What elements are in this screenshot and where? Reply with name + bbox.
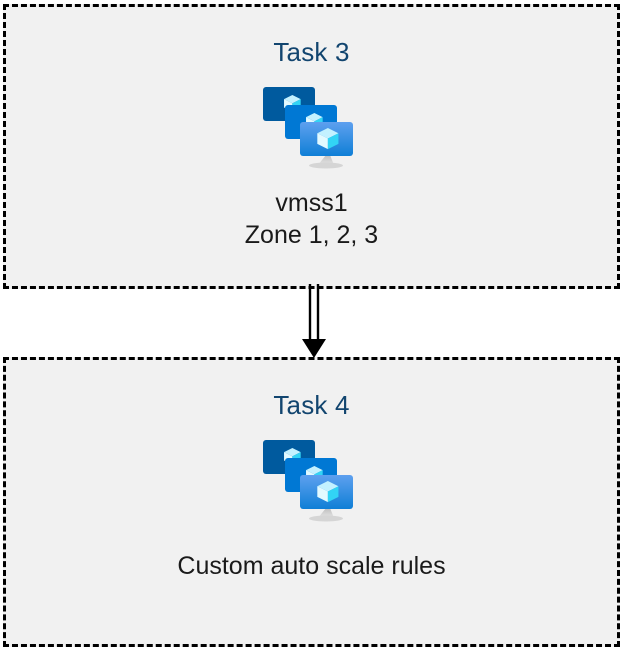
task3-title: Task 3 — [273, 37, 350, 67]
task3-content: Task 3 — [6, 7, 617, 286]
task4-title: Task 4 — [273, 390, 350, 420]
task-box-task3[interactable]: Task 3 — [3, 4, 620, 289]
task3-label-line-2: Zone 1, 2, 3 — [244, 220, 379, 249]
connector-arrow-task3-to-task4 — [298, 284, 330, 360]
vm-scale-set-icon — [257, 434, 367, 526]
task3-label: vmss1 Zone 1, 2, 3 — [245, 187, 378, 251]
vm-scale-set-icon — [257, 81, 367, 173]
task3-label-line-1: vmss1 — [275, 188, 348, 217]
task4-label-line-1: Custom auto scale rules — [177, 551, 446, 580]
task4-label: Custom auto scale rules — [177, 550, 445, 582]
task4-content: Task 4 — [6, 360, 617, 644]
task-box-task4[interactable]: Task 4 — [3, 357, 620, 647]
